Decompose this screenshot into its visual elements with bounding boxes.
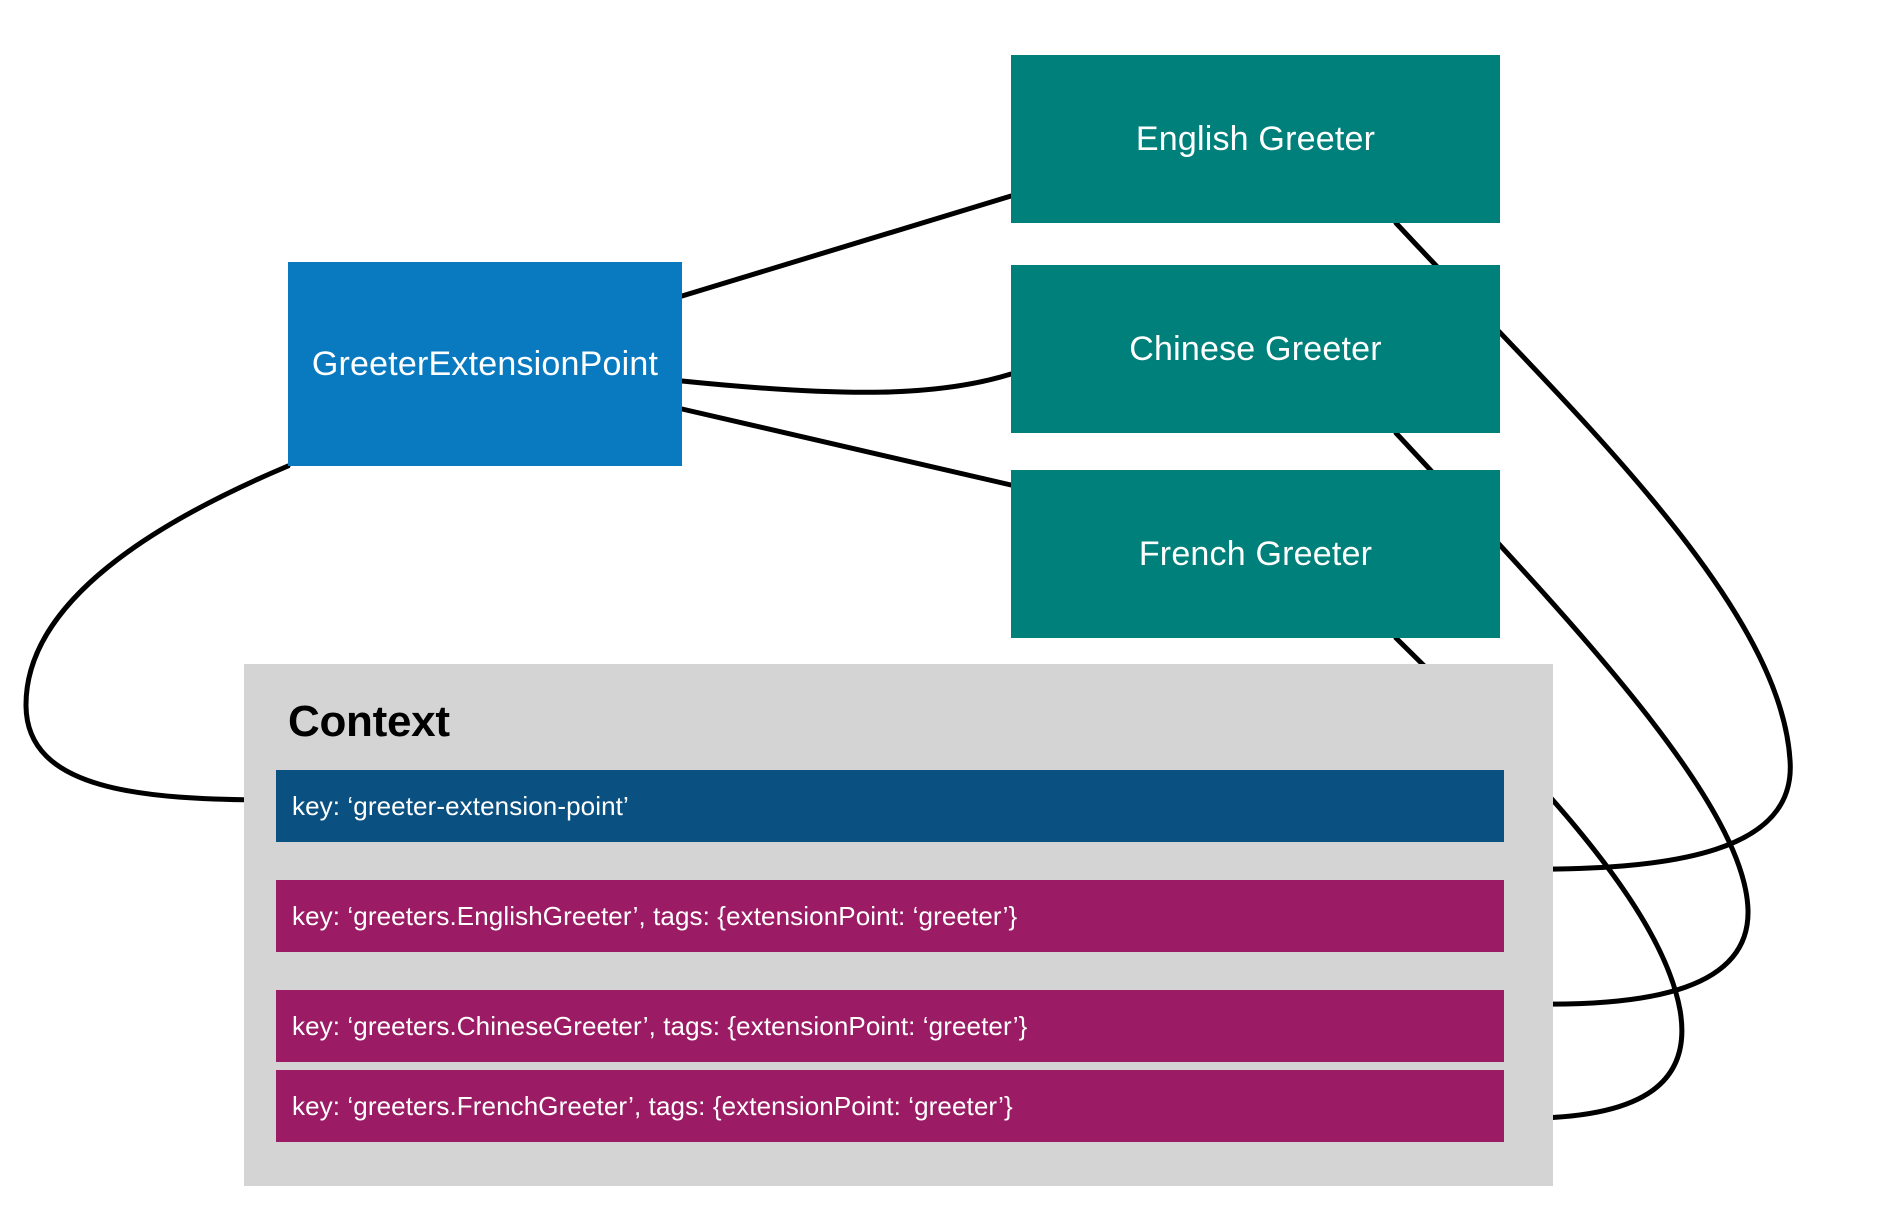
context-entry-text: key: ‘greeters.EnglishGreeter’, tags: {e…: [292, 900, 1018, 931]
node-label: Chinese Greeter: [1129, 329, 1382, 368]
context-entry-french-greeter[interactable]: key: ‘greeters.FrenchGreeter’, tags: {ex…: [276, 1070, 1504, 1142]
context-entry-english-greeter[interactable]: key: ‘greeters.EnglishGreeter’, tags: {e…: [276, 880, 1504, 952]
context-entry-greeter-extension-point[interactable]: key: ‘greeter-extension-point’: [276, 770, 1504, 842]
node-french-greeter[interactable]: French Greeter: [1011, 470, 1500, 638]
node-chinese-greeter[interactable]: Chinese Greeter: [1011, 265, 1500, 433]
node-label: English Greeter: [1135, 119, 1376, 158]
context-panel: Context key: ‘greeter-extension-point’ k…: [244, 664, 1553, 1186]
context-entry-chinese-greeter[interactable]: key: ‘greeters.ChineseGreeter’, tags: {e…: [276, 990, 1504, 1062]
context-entry-text: key: ‘greeters.ChineseGreeter’, tags: {e…: [292, 1010, 1028, 1041]
node-english-greeter[interactable]: English Greeter: [1011, 55, 1500, 223]
edge-extensionpoint-to-french: [679, 406, 1014, 488]
node-greeter-extension-point[interactable]: GreeterExtensionPoint: [288, 262, 682, 466]
context-entry-text: key: ‘greeter-extension-point’: [292, 790, 629, 821]
context-panel-title: Context: [288, 697, 450, 746]
node-label: French Greeter: [1138, 534, 1373, 573]
edge-extensionpoint-to-english: [679, 193, 1014, 299]
edge-extensionpoint-to-chinese: [679, 371, 1014, 395]
node-label: GreeterExtensionPoint: [311, 344, 659, 383]
context-entry-text: key: ‘greeters.FrenchGreeter’, tags: {ex…: [292, 1090, 1013, 1121]
